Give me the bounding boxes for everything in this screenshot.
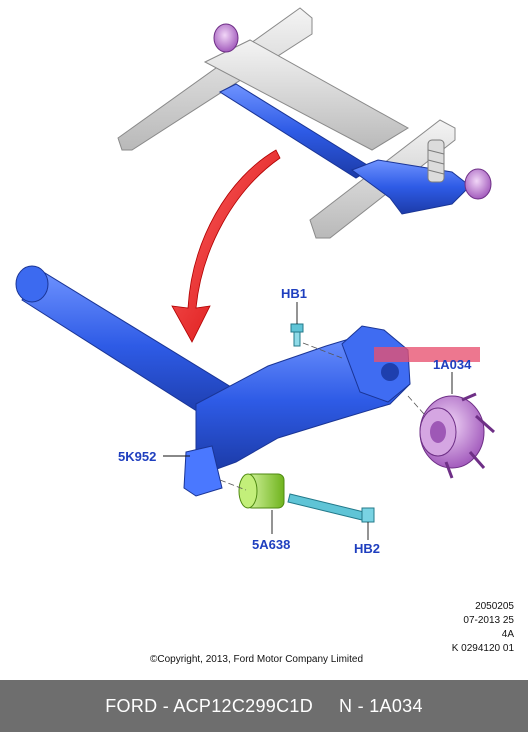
arm-bushing-bracket	[183, 445, 223, 497]
assembly-overview	[117, 7, 492, 239]
parts-diagram: HB1 1A034 5K952 5A638 HB2	[15, 7, 495, 556]
part-highlight-bar	[374, 347, 480, 362]
exploded-view	[15, 265, 495, 540]
copyright-notice: ©Copyright, 2013, Ford Motor Company Lim…	[150, 654, 364, 665]
meta-line: 2050205	[475, 601, 514, 612]
callout-5a638: 5A638	[252, 537, 291, 552]
footer-part-code: FORD - ACP12C299C1D	[105, 695, 314, 716]
callout-hb2: HB2	[354, 541, 381, 556]
hub-mount-plate	[341, 325, 411, 403]
axle-tube-end	[15, 265, 49, 303]
bushing	[238, 473, 285, 509]
diagram-canvas	[15, 7, 495, 540]
wheel-hub	[419, 392, 495, 479]
bolt-hb2	[287, 493, 375, 523]
axle-tube	[21, 269, 237, 423]
callout-1a034: 1A034	[433, 357, 472, 372]
bolt-hb1	[290, 323, 304, 347]
meta-line: 4A	[501, 629, 514, 640]
callout-hb1: HB1	[281, 286, 308, 301]
frame-rail-left	[117, 7, 313, 151]
hub-overview-right	[464, 168, 492, 200]
zoom-arrow	[171, 149, 281, 343]
footer-bar: FORD - ACP12C299C1D N - 1A034	[0, 680, 528, 732]
diagram-reference-info: 2050205 07-2013 25 4A K 0294120 01	[452, 600, 514, 656]
meta-line: K 0294120 01	[451, 643, 514, 654]
callout-5k952: 5K952	[118, 449, 157, 464]
footer-part-number: N - 1A034	[339, 695, 423, 716]
meta-line: 07-2013 25	[463, 615, 514, 626]
hub-overview-left	[213, 23, 239, 53]
